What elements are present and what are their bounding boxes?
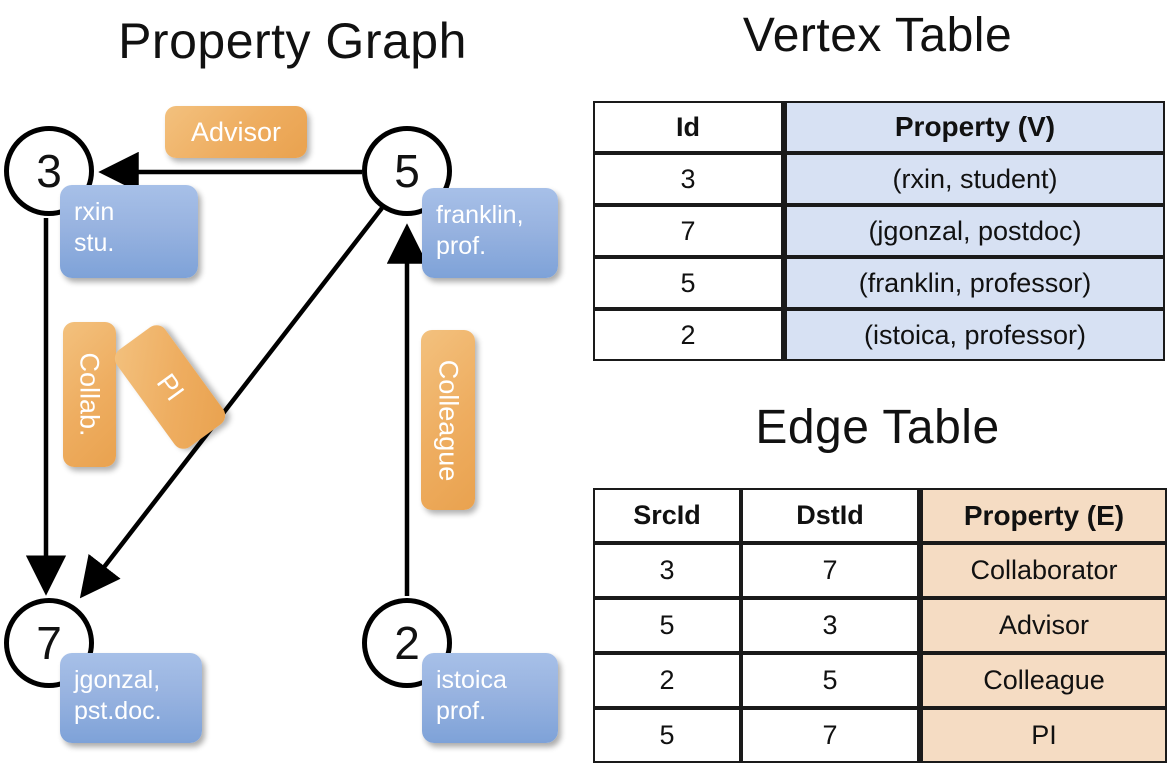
table-row: 5 7 PI	[593, 708, 1167, 763]
edge-header-dstid: DstId	[741, 488, 919, 543]
edge-cell-dstid: 3	[741, 598, 919, 653]
edge-cell-srcid: 2	[593, 653, 741, 708]
vertex-cell-property: (istoica, professor)	[783, 309, 1165, 361]
vertex-property-box-5: franklin, prof.	[422, 188, 558, 278]
edge-cell-srcid: 5	[593, 598, 741, 653]
vertex-cell-id: 7	[593, 205, 783, 257]
page-title-vertex-table: Vertex Table	[742, 9, 1013, 62]
vertex-property-line2: pst.doc.	[74, 696, 162, 725]
vertex-property-box-2: istoica prof.	[422, 653, 558, 743]
edge-table: SrcId DstId Property (E) 3 7 Collaborato…	[593, 488, 1167, 763]
edge-cell-property: Advisor	[919, 598, 1167, 653]
vertex-property-box-3: rxin stu.	[60, 185, 198, 278]
graph-node-2[interactable]: 2	[362, 598, 452, 688]
vertex-table: Id Property (V) 3 (rxin, student) 7 (jgo…	[593, 101, 1165, 361]
edge-label-colleague: Colleague	[421, 330, 475, 510]
vertex-property-line2: stu.	[74, 228, 115, 257]
table-header-row: SrcId DstId Property (E)	[593, 488, 1167, 543]
table-row: 5 3 Advisor	[593, 598, 1167, 653]
edge-cell-property: Collaborator	[919, 543, 1167, 598]
vertex-cell-id: 3	[593, 153, 783, 205]
edge-header-srcid: SrcId	[593, 488, 741, 543]
vertex-header-id: Id	[593, 101, 783, 153]
edge-label-text: PI	[150, 367, 191, 406]
graph-edges-svg	[25, 151, 428, 599]
property-graph-panel: Property Graph 3 5 7 2 rxin stu. frankli…	[0, 0, 585, 760]
vertex-cell-property: (rxin, student)	[783, 153, 1165, 205]
table-row: 2 (istoica, professor)	[593, 309, 1165, 361]
vertex-property-line2: prof.	[436, 696, 487, 725]
table-row: 3 7 Collaborator	[593, 543, 1167, 598]
vertex-property-line1: franklin,	[436, 201, 524, 229]
vertex-cell-property: (jgonzal, postdoc)	[783, 205, 1165, 257]
edge-cell-property: PI	[919, 708, 1167, 763]
edge-cell-dstid: 7	[741, 543, 919, 598]
table-row: 7 (jgonzal, postdoc)	[593, 205, 1165, 257]
table-row: 5 (franklin, professor)	[593, 257, 1165, 309]
table-row: 3 (rxin, student)	[593, 153, 1165, 205]
edge-cell-srcid: 5	[593, 708, 741, 763]
vertex-property-line1: jgonzal,	[74, 666, 161, 694]
vertex-cell-property: (franklin, professor)	[783, 257, 1165, 309]
edge-label-text: Colleague	[433, 359, 464, 481]
edge-label-advisor: Advisor	[165, 106, 307, 158]
graph-node-5[interactable]: 5	[362, 126, 452, 216]
vertex-property-line2: prof.	[436, 231, 487, 260]
edge-label-text: Collab.	[75, 352, 106, 437]
vertex-property-line1: istoica	[436, 666, 507, 694]
vertex-property-line1: rxin	[74, 198, 115, 226]
page-title-property-graph: Property Graph	[118, 13, 467, 69]
vertex-header-property: Property (V)	[783, 101, 1165, 153]
edge-label-text: Advisor	[190, 116, 282, 147]
page-title-edge-table: Edge Table	[755, 401, 1000, 454]
vertex-cell-id: 5	[593, 257, 783, 309]
edge-label-collab: Collab.	[63, 322, 116, 467]
edge-cell-srcid: 3	[593, 543, 741, 598]
vertex-cell-id: 2	[593, 309, 783, 361]
vertex-property-box-7: jgonzal, pst.doc.	[60, 653, 202, 743]
edge-header-property: Property (E)	[919, 488, 1167, 543]
table-row: 2 5 Colleague	[593, 653, 1167, 708]
table-header-row: Id Property (V)	[593, 101, 1165, 153]
edge-5-to-7	[79, 206, 384, 599]
edge-cell-dstid: 5	[741, 653, 919, 708]
edge-cell-dstid: 7	[741, 708, 919, 763]
edge-cell-property: Colleague	[919, 653, 1167, 708]
